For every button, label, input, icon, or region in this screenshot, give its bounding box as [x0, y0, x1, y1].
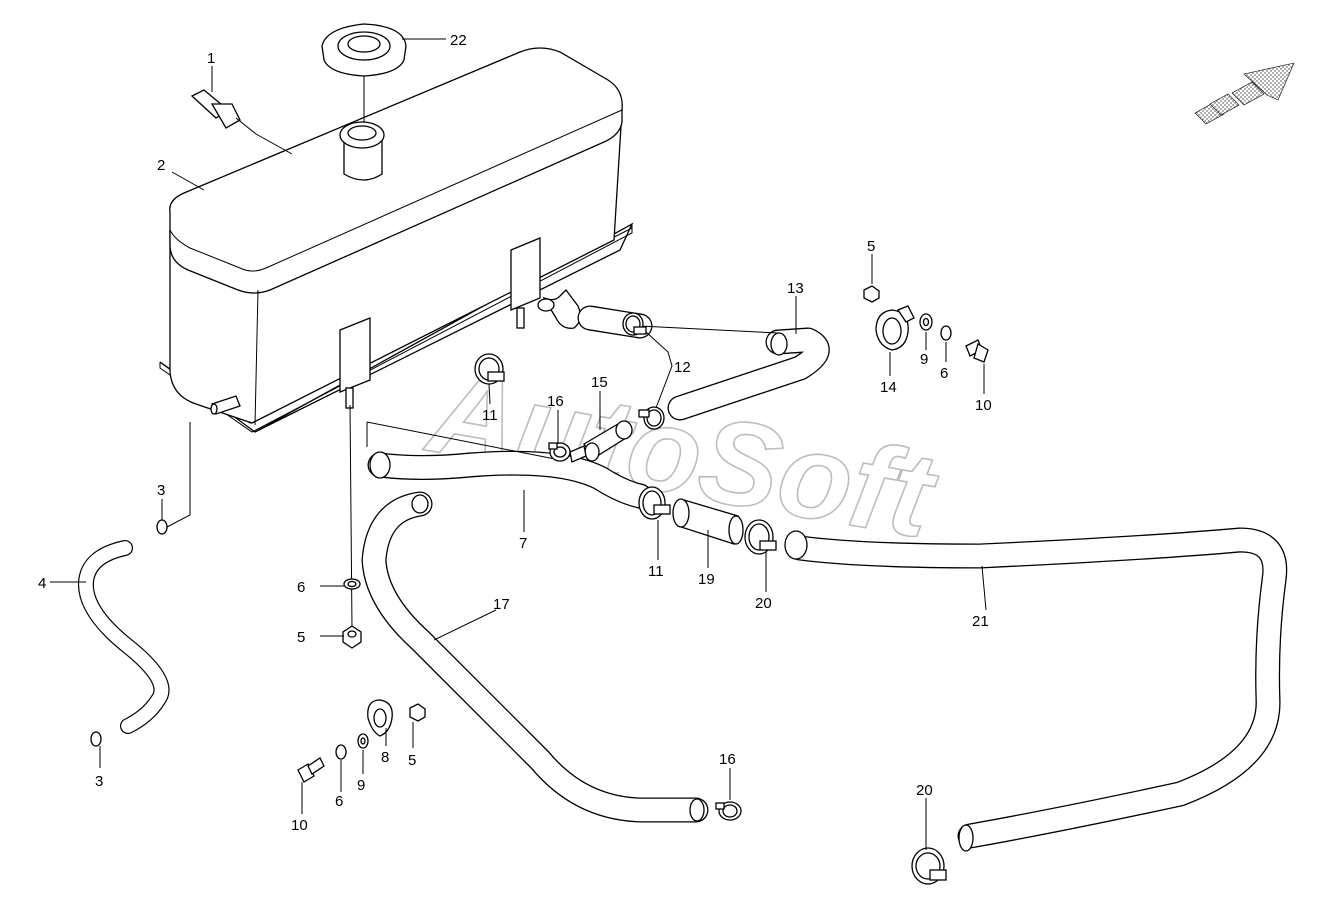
callout-5-right: 5: [867, 238, 875, 255]
callout-15: 15: [591, 374, 608, 391]
callout-20-bottom: 20: [916, 782, 933, 799]
callout-16-lower: 16: [719, 751, 736, 768]
washer-6-tank: [343, 578, 361, 590]
callout-5-left: 5: [408, 752, 416, 769]
washer-6-right: [940, 325, 952, 341]
nut-5-right: [863, 285, 880, 303]
hose-7: [366, 421, 653, 509]
ring-3-upper: [156, 519, 168, 535]
hose-4: [77, 540, 170, 734]
hose-clamp-12-upper: [622, 312, 647, 336]
clip-14: [875, 305, 915, 351]
callout-8: 8: [381, 749, 389, 766]
level-sensor: [190, 89, 257, 135]
callout-2: 2: [157, 157, 165, 174]
callout-14: 14: [880, 379, 897, 396]
callout-labels: 1 2 22 3 4 3 6 5 11 16 15 12 13 7 11 19 …: [38, 32, 992, 834]
callout-10-right: 10: [975, 397, 992, 414]
bolt-10-left: [297, 757, 325, 783]
nut-5-tank: [342, 625, 362, 649]
hose-17: [361, 491, 709, 823]
callout-6-right: 6: [940, 365, 948, 382]
callout-21: 21: [972, 613, 989, 630]
callout-13: 13: [787, 280, 804, 297]
callout-20-mid: 20: [755, 595, 772, 612]
tee-fitting-15: [569, 420, 633, 463]
callout-1: 1: [207, 50, 215, 67]
callout-12: 12: [674, 359, 691, 376]
callout-19: 19: [698, 571, 715, 588]
callout-16-upper: 16: [547, 393, 564, 410]
callout-6-left: 6: [335, 793, 343, 810]
callout-9-right: 9: [920, 351, 928, 368]
callout-22: 22: [450, 32, 467, 49]
connector-19: [672, 498, 744, 545]
hose-clamp-20-mid: [744, 519, 777, 555]
callout-6-tank: 6: [297, 579, 305, 596]
washer-6-left: [335, 744, 347, 760]
callout-4: 4: [38, 575, 46, 592]
hose-21: [784, 527, 1288, 852]
hose-clamp-12-lower: [638, 406, 665, 430]
callout-3-lower: 3: [95, 773, 103, 790]
callout-3-upper: 3: [157, 482, 165, 499]
callout-11-top: 11: [482, 407, 498, 424]
expansion-tank: [159, 47, 634, 433]
bracket-8: [367, 699, 393, 737]
callout-11-lower: 11: [648, 563, 664, 580]
nut-5-left: [409, 703, 426, 722]
hose-clamp-20-bottom: [911, 847, 947, 885]
direction-arrow-icon: [1194, 62, 1295, 125]
hose-clamp-11-top: [474, 353, 505, 385]
callout-17: 17: [493, 596, 510, 613]
callout-7: 7: [519, 535, 527, 552]
hose-clamp-16-upper: [548, 442, 571, 462]
leader-lines: [50, 38, 987, 850]
callout-5-tank: 5: [297, 629, 305, 646]
washer-9-right: [919, 313, 933, 331]
callout-10-left: 10: [291, 817, 308, 834]
callout-9-left: 9: [357, 777, 365, 794]
hose-clamp-11-lower: [638, 486, 671, 520]
ring-3-lower: [90, 731, 102, 747]
washer-9-left: [357, 733, 369, 749]
radiator-cap: [321, 23, 407, 122]
bolt-10-right: [965, 339, 989, 363]
hose-clamp-16-lower: [715, 801, 742, 821]
